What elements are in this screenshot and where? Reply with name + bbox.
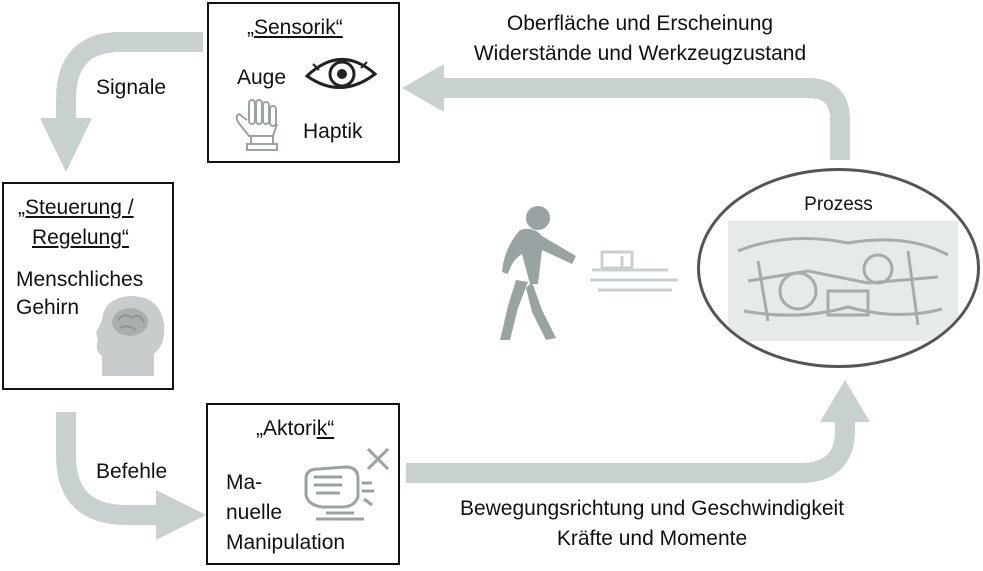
feedback-label-line1: Oberfläche und Erscheinung xyxy=(506,12,774,35)
signale-label: Signale xyxy=(96,76,167,99)
aktorik-box: „Aktorik“ Ma- nuelle Manipulation xyxy=(206,403,400,565)
aktorik-line1: Ma- xyxy=(226,471,263,494)
prozess-label: Prozess xyxy=(804,194,873,215)
signale-arrow xyxy=(56,32,203,130)
haptik-label: Haptik xyxy=(303,120,363,143)
befehle-arrowhead xyxy=(156,490,206,540)
action-arrow xyxy=(406,420,855,483)
steuerung-title-line1: „Steuerung / xyxy=(18,196,134,219)
befehle-arrow xyxy=(56,412,160,525)
aktorik-title: „Aktorik“ xyxy=(256,417,335,440)
sensorik-box: „Sensorik“ Auge Haptik xyxy=(207,2,400,163)
action-arrowhead xyxy=(820,380,870,422)
signale-arrowhead xyxy=(40,118,92,172)
steuerung-title-line2: Regelung“ xyxy=(32,226,129,249)
action-label-line1: Bewegungsrichtung und Geschwindigkeit xyxy=(459,497,845,520)
auge-label: Auge xyxy=(237,66,287,89)
action-label-line2: Kräfte und Momente xyxy=(556,527,748,550)
sensorik-title: „Sensorik“ xyxy=(247,16,343,39)
feedback-arrow xyxy=(440,78,850,160)
aktorik-line3: Manipulation xyxy=(226,531,346,554)
gehirn-line2: Gehirn xyxy=(16,296,80,319)
feedback-label-line2: Widerstände und Werkzeugzustand xyxy=(473,42,807,65)
eye-icon xyxy=(305,58,377,89)
prozess-ellipse: Prozess xyxy=(697,168,980,368)
steuerung-box: „Steuerung / Regelung“ Menschliches Gehi… xyxy=(2,182,174,390)
feedback-arrowhead xyxy=(402,64,444,112)
hand-manipulation-icon xyxy=(304,447,390,521)
glove-icon xyxy=(235,99,278,151)
gehirn-line1: Menschliches xyxy=(16,268,144,291)
worker-figure-icon xyxy=(500,206,678,340)
aktorik-line2: nuelle xyxy=(226,501,283,524)
brain-head-icon xyxy=(96,296,165,376)
engine-photo-icon xyxy=(728,221,958,341)
befehle-label: Befehle xyxy=(96,460,168,483)
